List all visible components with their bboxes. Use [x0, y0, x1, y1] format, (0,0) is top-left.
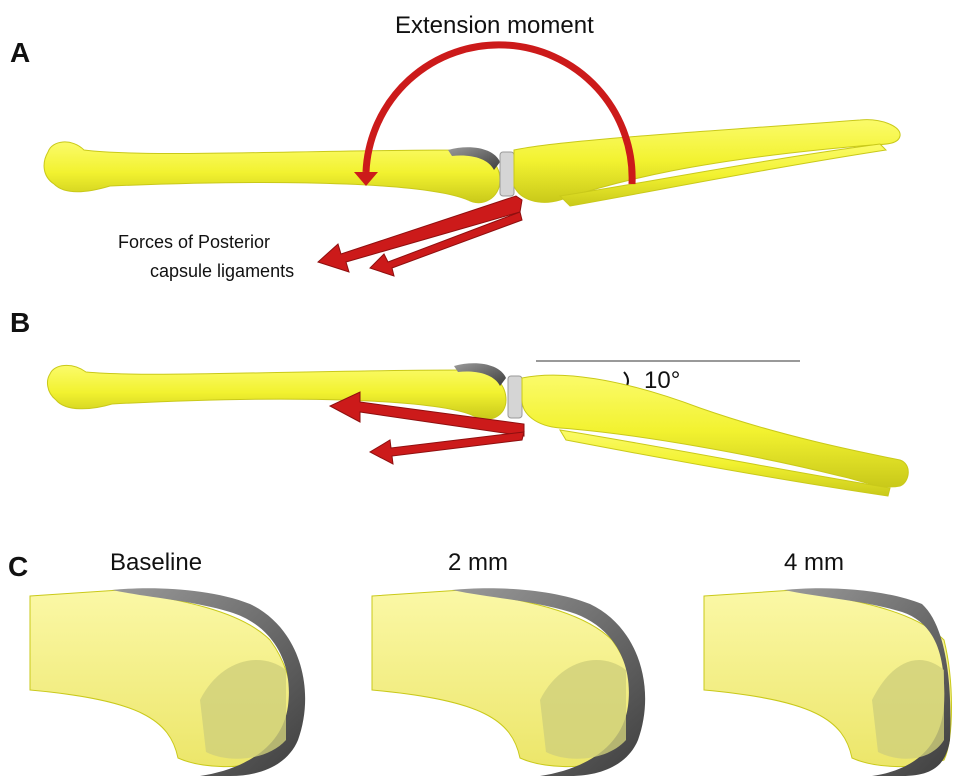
knee-closeup-2mm	[372, 588, 645, 776]
panel-c-letter: C	[8, 551, 28, 582]
knee-closeup-4mm	[704, 588, 952, 776]
caption-2mm: 2 mm	[448, 549, 508, 576]
femur-bone	[44, 142, 500, 203]
force-arrow	[318, 196, 522, 276]
force-label-line2: capsule ligaments	[150, 261, 294, 281]
extension-moment-label: Extension moment	[395, 12, 594, 39]
angle-label: 10°	[644, 367, 680, 394]
force-label-line1: Forces of Posterior	[118, 232, 270, 252]
tibia-fibula-bone	[514, 120, 900, 206]
caption-4mm: 4 mm	[784, 549, 844, 576]
femur-bone-b	[48, 365, 506, 419]
tibia-fibula-bone-b	[522, 375, 908, 496]
panel-a-letter: A	[10, 37, 30, 68]
caption-baseline: Baseline	[110, 549, 202, 576]
knee-closeup-baseline	[30, 588, 305, 776]
panel-b-letter: B	[10, 307, 30, 338]
